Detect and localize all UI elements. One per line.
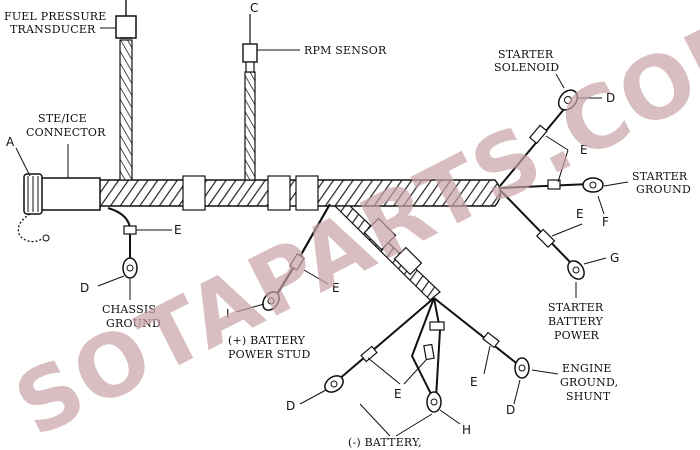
- callout-e: E: [174, 223, 182, 237]
- rpm-sensor: [242, 43, 258, 63]
- wire-marker-e: [547, 179, 561, 190]
- callout-i: I: [226, 307, 230, 321]
- callout-e: E: [576, 207, 584, 221]
- wire-marker-e: [423, 343, 435, 361]
- callout-a: A: [6, 135, 15, 149]
- label-solenoid: SOLENOID: [494, 61, 559, 74]
- wire-marker-e: [528, 124, 548, 145]
- starter-fanout: [499, 73, 629, 298]
- label-engine-ground-3: SHUNT: [566, 390, 611, 403]
- chassis-ground-wire: [97, 207, 172, 300]
- wire-marker-e: [123, 225, 137, 235]
- label-rpm-sensor: RPM SENSOR: [304, 44, 387, 57]
- callout-e: E: [332, 281, 340, 295]
- callout-f: F: [602, 215, 609, 229]
- wire-marker-e: [429, 321, 445, 331]
- rpm-sensor-branch: [242, 14, 300, 181]
- label-neg-battery: (-) BATTERY,: [348, 436, 422, 449]
- callout-g: G: [610, 251, 619, 265]
- battery-power-stud-wire: [235, 203, 331, 313]
- fuel-pressure-branch: [100, 0, 137, 181]
- labels: FUEL PRESSURE TRANSDUCER RPM SENSOR STE/…: [4, 10, 691, 449]
- label-starter-battery-3: POWER: [554, 329, 600, 342]
- fuel-pressure-transducer: [115, 15, 137, 39]
- callout-d: D: [606, 91, 615, 105]
- label-transducer: TRANSDUCER: [10, 23, 96, 36]
- callout-d: D: [286, 399, 295, 413]
- lower-branch: [299, 205, 559, 437]
- callout-e: E: [470, 375, 478, 389]
- callout-d: D: [506, 403, 515, 417]
- label-starter-ground-1: STARTER: [632, 170, 688, 183]
- callout-e: E: [394, 387, 402, 401]
- label-chassis-ground: GROUND: [106, 317, 161, 330]
- harness-sleeve: [182, 175, 206, 211]
- callout-letters: A C D E E I D E F E G E E D H D: [6, 1, 619, 437]
- label-engine-ground-2: GROUND,: [560, 376, 618, 389]
- harness-sleeve: [267, 175, 291, 211]
- callout-e: E: [580, 143, 588, 157]
- harness-sleeve: [363, 217, 397, 251]
- label-fuel-pressure: FUEL PRESSURE: [4, 10, 107, 23]
- callout-h: H: [462, 423, 471, 437]
- label-engine-ground-1: ENGINE: [562, 362, 612, 375]
- wire-marker-e: [535, 228, 556, 249]
- callout-c: C: [250, 1, 258, 15]
- label-battery-stud-1: (+) BATTERY: [228, 334, 306, 347]
- wire-marker-e: [482, 331, 500, 349]
- wire-marker-e: [360, 345, 378, 363]
- label-starter-battery-2: BATTERY: [548, 315, 603, 328]
- callout-d: D: [80, 281, 89, 295]
- label-starter-battery-1: STARTER: [548, 301, 604, 314]
- ste-ice-connector: [17, 173, 101, 243]
- label-starter-ground-2: GROUND: [636, 183, 691, 196]
- label-battery-stud-2: POWER STUD: [228, 348, 311, 361]
- harness-sleeve: [393, 246, 423, 276]
- wire-marker-e: [289, 253, 305, 271]
- label-chassis: CHASSIS: [102, 303, 156, 316]
- label-ste-ice: STE/ICE: [38, 112, 87, 125]
- main-harness: [95, 175, 502, 211]
- label-connector: CONNECTOR: [26, 126, 106, 139]
- harness-sleeve: [295, 175, 319, 211]
- label-starter-solenoid: STARTER: [498, 48, 554, 61]
